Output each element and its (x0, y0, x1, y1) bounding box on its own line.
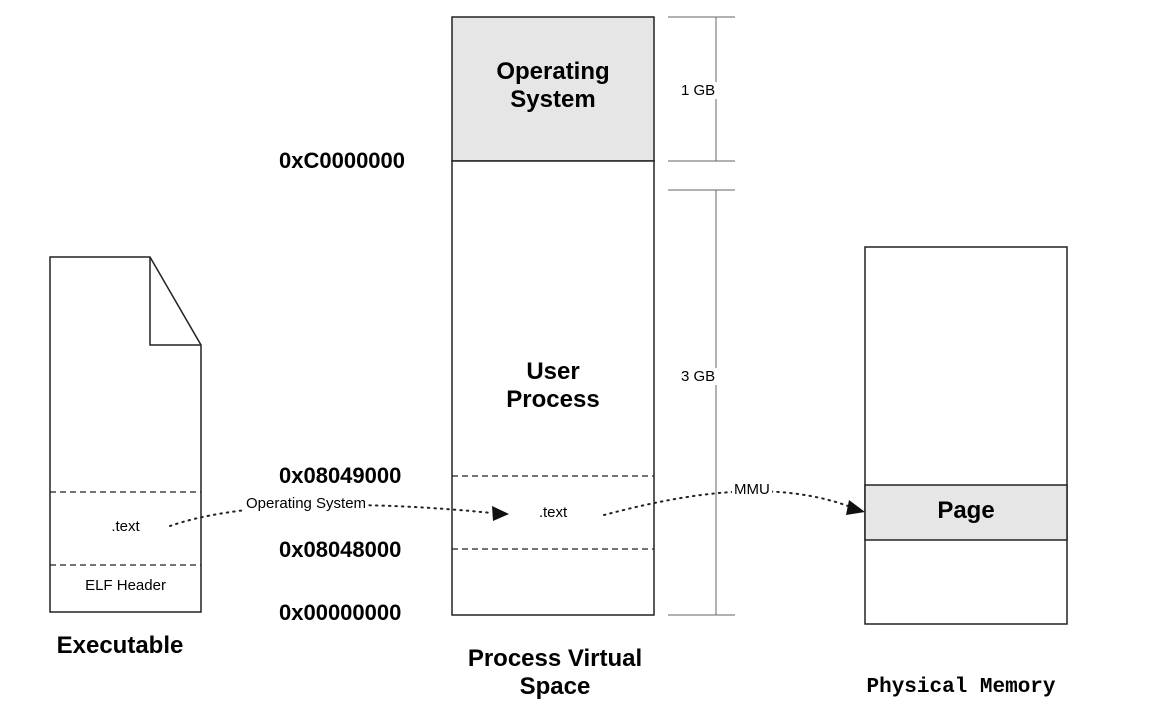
virtual-space-caption: Process Virtual Space (467, 645, 643, 700)
mmu-arrow-path (603, 490, 849, 516)
size-user-label: 3 GB (679, 368, 718, 386)
physical-memory-column (864, 246, 1068, 625)
folded-corner (149, 257, 201, 346)
os-region-label: Operating System (496, 58, 610, 113)
os-region (451, 16, 655, 162)
mmu-arrow (603, 490, 865, 516)
mmu-arrow-label: MMU (732, 481, 772, 499)
user-region-label: User Process (506, 358, 600, 413)
virtual-space-column (451, 16, 655, 616)
page-region (864, 484, 1068, 541)
load-arrow (169, 503, 509, 527)
arrowhead-icon (492, 506, 509, 521)
load-arrow-path (169, 503, 493, 527)
executable-caption: Executable (56, 632, 184, 659)
arrowhead-icon (846, 500, 865, 515)
load-arrow-label: Operating System (244, 495, 369, 513)
executable-file (49, 256, 202, 613)
physical-memory-box (864, 246, 1068, 625)
size-os-label: 1 GB (679, 82, 718, 100)
address-text-start: 0x08048000 (279, 537, 402, 562)
address-zero: 0x00000000 (279, 600, 402, 625)
document-icon (49, 256, 202, 613)
address-kernel-base: 0xC0000000 (279, 148, 406, 173)
user-region (451, 160, 655, 616)
page-label: Page (937, 497, 995, 524)
elf-header-label: ELF Header (85, 577, 166, 594)
virtual-text-label: .text (538, 504, 568, 521)
address-text-end: 0x08049000 (279, 463, 402, 488)
physical-memory-caption: Physical Memory (866, 676, 1056, 699)
size-brackets (668, 16, 735, 616)
executable-text-label: .text (111, 518, 140, 535)
